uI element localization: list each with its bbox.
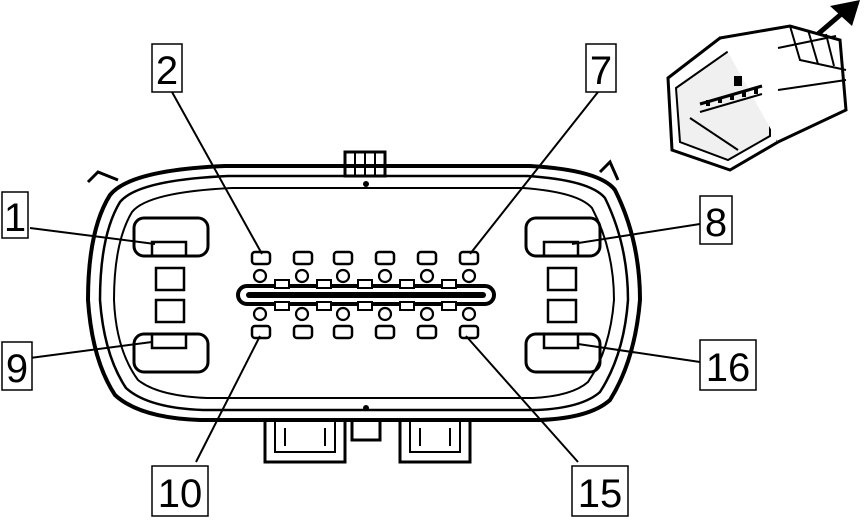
right-nub [598, 159, 620, 181]
pin-label-7: 7 [585, 43, 617, 93]
right-cavity [524, 216, 602, 374]
pin-label-2-text: 2 [156, 49, 178, 93]
pin-label-1-text: 1 [4, 196, 26, 240]
pin-label-10: 10 [151, 465, 209, 517]
left-nub [86, 170, 119, 184]
arrow-up-right-icon [816, 0, 860, 36]
pin-label-1: 1 [1, 191, 29, 240]
connector-face [85, 150, 643, 464]
pin-label-9: 9 [1, 341, 33, 391]
pin-label-8-text: 8 [705, 201, 727, 245]
bottom-row-terminals [250, 324, 480, 340]
pin-label-9-text: 9 [6, 347, 28, 391]
pin-label-10-text: 10 [158, 472, 203, 516]
bottom-feet [263, 420, 472, 464]
housing-outer [85, 164, 643, 422]
pin-label-2: 2 [151, 43, 183, 93]
left-cavity [132, 216, 210, 374]
center-latch-bar [236, 268, 496, 322]
pin-label-7-text: 7 [590, 49, 612, 93]
connector-3d-icon [666, 24, 848, 172]
pin-label-16-text: 16 [706, 346, 751, 390]
pin-label-8: 8 [699, 195, 733, 245]
pin-label-15: 15 [571, 465, 629, 517]
leader-lines [29, 91, 701, 463]
pin-label-16: 16 [699, 339, 757, 391]
top-row-terminals [250, 250, 480, 266]
pin-label-15-text: 15 [578, 472, 623, 516]
housing-inner [112, 187, 616, 399]
housing-seal [98, 174, 630, 412]
